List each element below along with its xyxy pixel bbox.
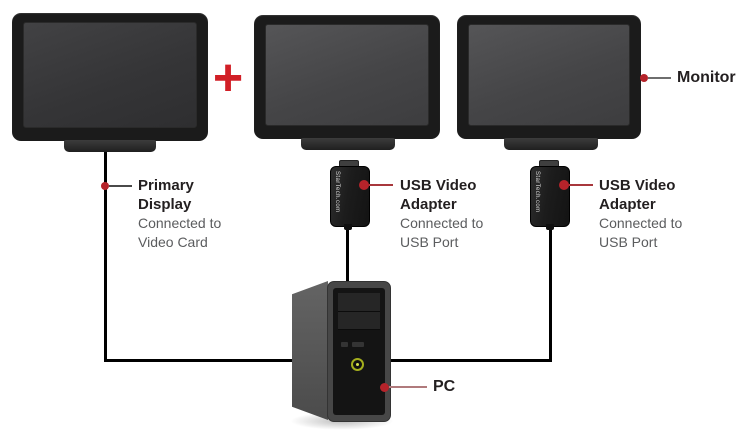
usb-adapter2-label: USB Video Adapter Connected to USB Port: [599, 176, 709, 252]
usb-adapter2-subtitle: Connected to USB Port: [599, 215, 683, 250]
plus-icon: +: [212, 49, 244, 107]
pc-tower: [327, 281, 391, 422]
primary-display-subtitle: Connected to Video Card: [138, 215, 222, 250]
front-button: [341, 342, 348, 347]
leader-dot: [640, 74, 648, 82]
adapter2-cable-boot: [546, 224, 554, 230]
startech-logo: StarTech.com: [534, 171, 540, 213]
leader-line: [569, 184, 593, 186]
usb-video-adapter-1: StarTech.com: [330, 166, 370, 227]
adapter1-cable-boot: [344, 224, 352, 230]
cable-adapter1-vertical: [346, 224, 349, 284]
power-button-icon: [351, 358, 364, 371]
pc-title: PC: [433, 378, 456, 395]
monitor-screen: [23, 22, 197, 128]
cable-adapter2-horizontal: [387, 359, 552, 362]
leader-line: [369, 184, 393, 186]
leader-dot: [380, 383, 389, 392]
monitor-label: Monitor: [677, 68, 736, 87]
optical-drive-bay: [338, 293, 380, 312]
startech-logo: StarTech.com: [334, 171, 340, 213]
monitor-stand: [301, 138, 395, 150]
monitor-stand: [504, 138, 598, 150]
usb-video-adapter-2: StarTech.com: [530, 166, 570, 227]
optical-drive-bay: [338, 312, 380, 330]
leader-dot: [559, 180, 569, 190]
usb-adapter2-title: USB Video Adapter: [599, 177, 676, 213]
cable-adapter2-vertical: [549, 224, 552, 362]
pc-label: PC: [433, 377, 455, 396]
monitor-stand: [64, 140, 156, 152]
cable-primary-vertical: [104, 150, 107, 362]
monitor-screen: [468, 24, 630, 126]
monitor-title: Monitor: [677, 69, 736, 86]
usb-adapter1-subtitle: Connected to USB Port: [400, 215, 484, 250]
monitor-screen: [265, 24, 429, 126]
primary-display-monitor: [12, 13, 208, 141]
front-button: [352, 342, 364, 347]
usb-adapter1-label: USB Video Adapter Connected to USB Port: [400, 176, 510, 252]
usb-adapter1-title: USB Video Adapter: [400, 177, 477, 213]
secondary-monitor-2: [457, 15, 641, 139]
leader-dot: [101, 182, 109, 190]
cable-primary-horizontal: [104, 359, 296, 362]
primary-display-title: Primary Display: [138, 177, 194, 213]
pc-front-panel: [333, 288, 385, 415]
leader-line: [389, 386, 427, 388]
secondary-monitor-1: [254, 15, 440, 139]
leader-line: [648, 77, 671, 79]
primary-display-label: Primary Display Connected to Video Card: [138, 176, 243, 252]
pc-side-panel: [292, 281, 328, 420]
leader-dot: [359, 180, 369, 190]
leader-line: [109, 185, 132, 187]
